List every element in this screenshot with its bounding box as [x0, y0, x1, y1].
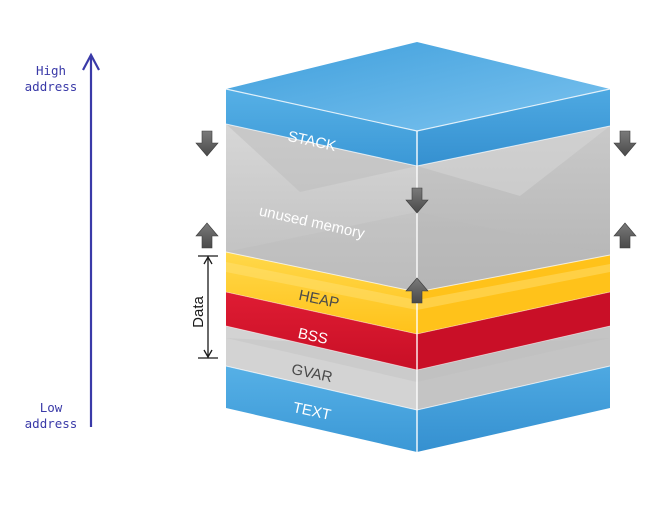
growth-arrows — [195, 130, 637, 304]
stack-down-arrow-right-icon — [613, 130, 637, 157]
gvar-segment-left-face — [226, 326, 417, 410]
low-address-label-line2: address — [25, 416, 78, 431]
data-bracket-down-arrow-icon — [203, 349, 213, 359]
bss-segment-right-face — [417, 292, 610, 370]
stack-segment-right-face — [417, 89, 610, 166]
heap-up-arrow-center-icon — [405, 277, 429, 304]
data-bracket-up-arrow-icon — [203, 255, 213, 265]
high-address-label-line1: High — [36, 63, 66, 78]
gvar-segment-right-face — [417, 326, 610, 410]
memory-cube: STACK unused memory HEAP BSS GVAR TEXT — [225, 42, 611, 452]
stack-down-arrow-center-icon — [405, 187, 429, 214]
cube-top-face — [226, 42, 610, 131]
bss-label: BSS — [296, 325, 329, 348]
heap-up-arrow-right-icon — [613, 222, 637, 249]
data-bracket-label: Data — [190, 296, 207, 328]
text-segment-right-face — [417, 366, 610, 452]
high-address-label-line2: address — [25, 79, 78, 94]
data-bracket: Data — [190, 255, 218, 359]
text-segment-left-face — [226, 366, 417, 452]
low-address-label-line1: Low — [40, 400, 63, 415]
bss-segment-left-face — [226, 292, 417, 370]
heap-segment-left-face — [226, 252, 417, 334]
address-axis: High address Low address — [25, 52, 100, 431]
heap-segment-right-face — [417, 255, 610, 334]
heap-up-arrow-left-icon — [195, 222, 219, 249]
stack-down-arrow-left-icon — [195, 130, 219, 157]
address-axis-arrowhead-icon — [82, 52, 100, 71]
stack-segment-left-face — [226, 89, 417, 166]
